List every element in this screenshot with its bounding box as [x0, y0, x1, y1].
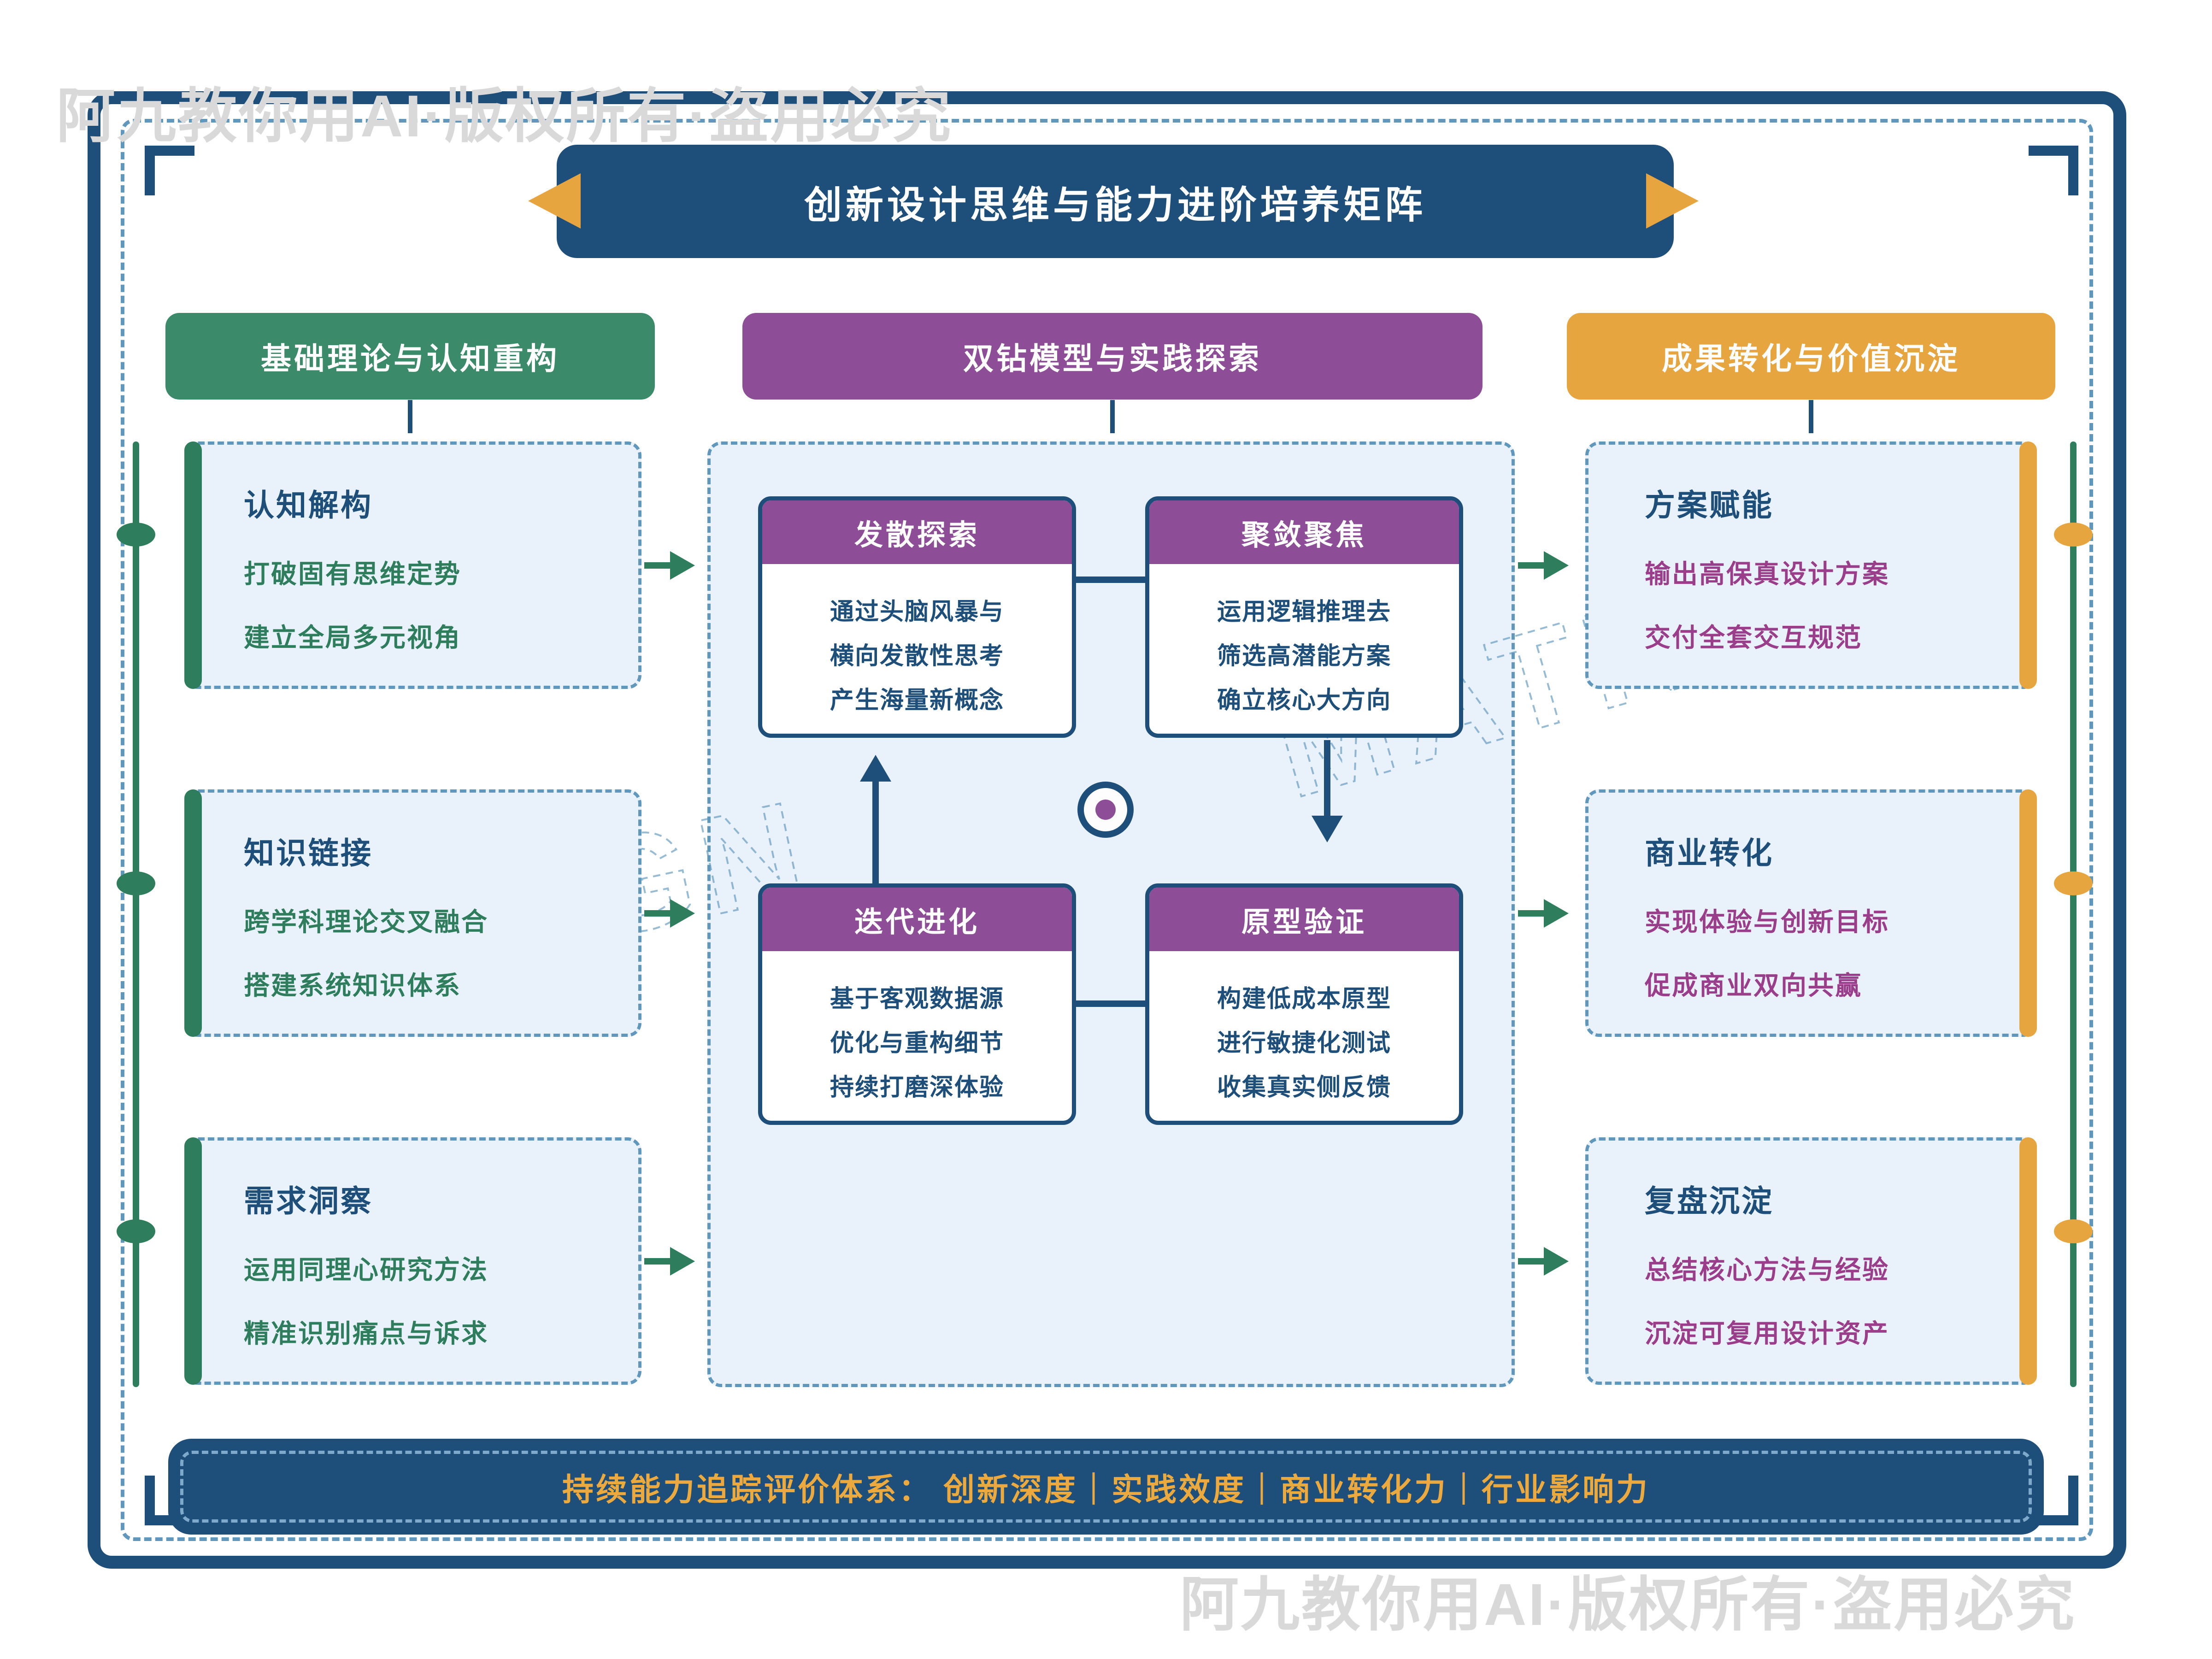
card-line: 运用同理心研究方法	[244, 1255, 488, 1284]
connector-top-row	[1076, 577, 1145, 583]
card-line: 跨学科理论交叉融合	[244, 907, 488, 936]
stage-line: 运用逻辑推理去	[1217, 599, 1391, 625]
stage-line: 收集真实侧反馈	[1217, 1074, 1391, 1101]
card-title: 认知解构	[244, 488, 373, 522]
stage-convergent-focus: 聚敛聚焦 运用逻辑推理去 筛选高潜能方案 确立核心大方向	[1145, 496, 1463, 738]
stage-title: 迭代进化	[762, 888, 1072, 951]
arrow-up-icon	[860, 755, 891, 782]
arrow-down-shaft	[1324, 740, 1330, 818]
stage-line: 优化与重构细节	[830, 1030, 1004, 1057]
header-connector-right	[1809, 400, 1813, 433]
stage-line: 基于客观数据源	[830, 986, 1004, 1012]
card-demand-insight: 需求洞察 运用同理心研究方法 精准识别痛点与诉求	[184, 1137, 641, 1385]
card-line: 建立全局多元视角	[244, 623, 461, 652]
left-timeline-rail	[133, 441, 139, 1387]
column-header-foundation: 基础理论与认知重构	[165, 313, 655, 400]
card-title: 知识链接	[244, 836, 373, 870]
footer-banner: 持续能力追踪评价体系： 创新深度｜实践效度｜商业转化力｜行业影响力	[168, 1439, 2044, 1535]
corner-bracket-top-right-icon	[2029, 146, 2078, 195]
header-connector-left	[408, 400, 412, 433]
flow-arrow-right-icon	[1518, 1247, 1570, 1276]
banner-arrow-left-icon	[528, 173, 581, 229]
card-business-conversion: 商业转化 实现体验与创新目标 促成商业双向共赢	[1585, 789, 2037, 1037]
stage-line: 构建低成本原型	[1217, 986, 1391, 1012]
timeline-dot-icon	[2054, 1219, 2093, 1243]
card-line: 促成商业双向共赢	[1645, 971, 1862, 1000]
timeline-dot-icon	[117, 1219, 155, 1243]
copyright-watermark-bottom: 阿九教你用AI·版权所有·盗用必究	[1180, 1572, 2077, 1638]
flow-arrow-right-icon	[1518, 899, 1570, 928]
outer-frame	[88, 91, 2126, 1569]
card-line: 搭建系统知识体系	[244, 971, 461, 1000]
corner-bracket-bottom-right-icon	[2029, 1476, 2078, 1525]
card-accent-bar	[2019, 441, 2037, 689]
card-title: 商业转化	[1645, 836, 1774, 870]
timeline-dot-icon	[2054, 871, 2093, 895]
stage-prototype-validation: 原型验证 构建低成本原型 进行敏捷化测试 收集真实侧反馈	[1145, 883, 1463, 1125]
flow-arrow-right-icon	[644, 899, 696, 928]
timeline-dot-icon	[2054, 523, 2093, 547]
stage-line: 横向发散性思考	[830, 643, 1004, 670]
card-accent-bar	[2019, 789, 2037, 1037]
stage-line: 进行敏捷化测试	[1217, 1030, 1391, 1057]
flow-arrow-right-icon	[644, 1247, 696, 1276]
copyright-watermark-top: 阿九教你用AI·版权所有·盗用必究	[56, 83, 953, 149]
header-connector-center	[1110, 400, 1115, 433]
inner-dashed-frame	[121, 119, 2093, 1541]
title-banner: 创新设计思维与能力进阶培养矩阵	[557, 145, 1674, 258]
flow-arrow-right-icon	[1518, 551, 1570, 580]
card-accent-bar	[2019, 1137, 2037, 1385]
stage-line: 通过头脑风暴与	[830, 599, 1004, 625]
card-review-consolidation: 复盘沉淀 总结核心方法与经验 沉淀可复用设计资产	[1585, 1137, 2037, 1385]
card-accent-bar	[184, 441, 202, 689]
stage-iterative-evolution: 迭代进化 基于客观数据源 优化与重构细节 持续打磨深体验	[758, 883, 1076, 1125]
banner-arrow-right-icon	[1646, 173, 1699, 229]
footer-inner-dashed-border	[180, 1451, 2032, 1523]
stage-title: 原型验证	[1149, 888, 1459, 951]
stage-line: 筛选高潜能方案	[1217, 643, 1391, 670]
card-accent-bar	[184, 1137, 202, 1385]
connector-bottom-row	[1076, 1000, 1145, 1007]
card-title: 需求洞察	[244, 1184, 373, 1218]
card-title: 方案赋能	[1645, 488, 1774, 522]
card-line: 输出高保真设计方案	[1645, 559, 1889, 588]
hub-node-icon	[1077, 782, 1134, 838]
card-line: 精准识别痛点与诉求	[244, 1319, 488, 1348]
arrow-down-icon	[1312, 816, 1343, 842]
right-timeline-rail	[2070, 441, 2077, 1387]
card-solution-empowerment: 方案赋能 输出高保真设计方案 交付全套交互规范	[1585, 441, 2037, 689]
card-cognitive-deconstruction: 认知解构 打破固有思维定势 建立全局多元视角	[184, 441, 641, 689]
card-line: 沉淀可复用设计资产	[1645, 1319, 1889, 1348]
stage-line: 持续打磨深体验	[830, 1074, 1004, 1101]
stage-divergent-exploration: 发散探索 通过头脑风暴与 横向发散性思考 产生海量新概念	[758, 496, 1076, 738]
column-header-double-diamond: 双钻模型与实践探索	[742, 313, 1483, 400]
card-line: 打破固有思维定势	[244, 559, 461, 588]
card-line: 实现体验与创新目标	[1645, 907, 1889, 936]
card-line: 总结核心方法与经验	[1645, 1255, 1889, 1284]
page-title: 创新设计思维与能力进阶培养矩阵	[804, 184, 1426, 226]
stage-line: 确立核心大方向	[1217, 687, 1391, 714]
column-header-outcome: 成果转化与价值沉淀	[1567, 313, 2055, 400]
card-title: 复盘沉淀	[1645, 1184, 1774, 1218]
stage-line: 产生海量新概念	[830, 687, 1004, 714]
card-knowledge-linking: 知识链接 跨学科理论交叉融合 搭建系统知识体系	[184, 789, 641, 1037]
arrow-up-shaft	[872, 780, 879, 883]
card-accent-bar	[184, 789, 202, 1037]
stage-title: 发散探索	[762, 500, 1072, 564]
flow-arrow-right-icon	[644, 551, 696, 580]
corner-bracket-top-left-icon	[145, 146, 194, 195]
card-line: 交付全套交互规范	[1645, 623, 1862, 652]
timeline-dot-icon	[117, 523, 155, 547]
timeline-dot-icon	[117, 871, 155, 895]
footer-evaluation-text: 持续能力追踪评价体系： 创新深度｜实践效度｜商业转化力｜行业影响力	[562, 1472, 1650, 1507]
stage-title: 聚敛聚焦	[1149, 500, 1459, 564]
